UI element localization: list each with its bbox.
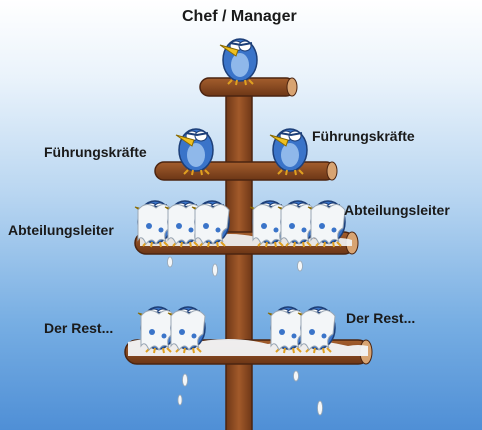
label-abteilungsleiter-right: Abteilungsleiter	[344, 202, 450, 218]
label-chef-manager: Chef / Manager	[182, 8, 297, 25]
label-fuehrungskraefte-left: Führungskräfte	[44, 144, 147, 160]
label-fuehrungskraefte-right: Führungskräfte	[312, 128, 415, 144]
label-der-rest-left: Der Rest...	[44, 320, 114, 336]
label-der-rest-right: Der Rest...	[346, 310, 416, 326]
label-abteilungsleiter-left: Abteilungsleiter	[8, 222, 114, 238]
